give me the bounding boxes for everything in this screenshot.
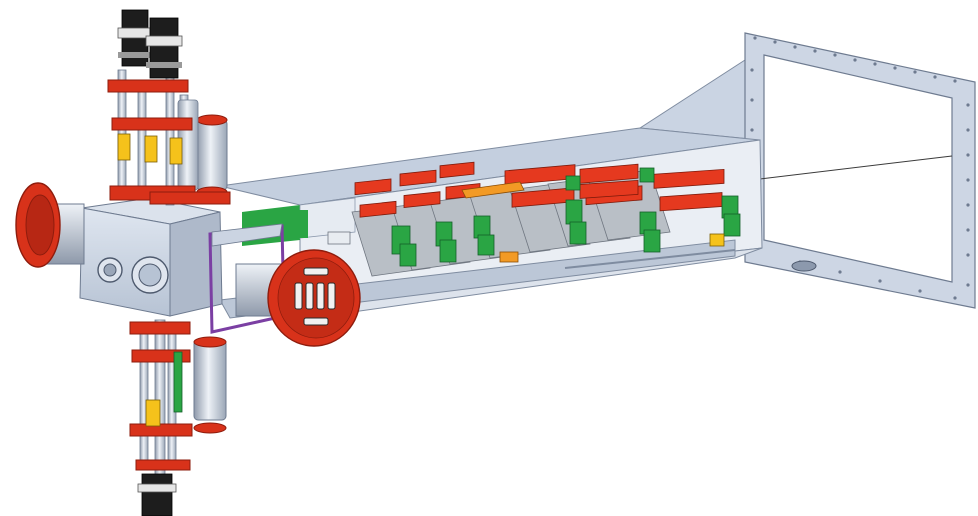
stepper-motor-bottom [137, 473, 177, 516]
module-row-2 [399, 169, 457, 263]
module-row-6 [565, 167, 741, 237]
left-port-flange [15, 182, 85, 268]
viewport-large [131, 256, 169, 294]
stepper-motor-left [117, 9, 153, 67]
yellow-clamp [709, 233, 725, 247]
module-row-3 [439, 161, 495, 256]
stepper-motor-right [145, 17, 183, 79]
end-flange-frame [734, 32, 976, 309]
upper-manipulator [107, 9, 231, 206]
viewport-small [97, 257, 123, 283]
orange-stage [461, 181, 525, 199]
feedthrough-connectors [294, 267, 336, 326]
orange-block [499, 251, 519, 263]
lower-manipulator [129, 319, 227, 516]
feedthrough-block [327, 231, 351, 245]
detector-modules [327, 161, 741, 277]
module-row-1 [354, 178, 417, 267]
front-port-flange [235, 249, 361, 347]
module-row-4 [504, 164, 587, 245]
mounting-foot [791, 260, 817, 272]
cube-chamber [79, 197, 286, 334]
